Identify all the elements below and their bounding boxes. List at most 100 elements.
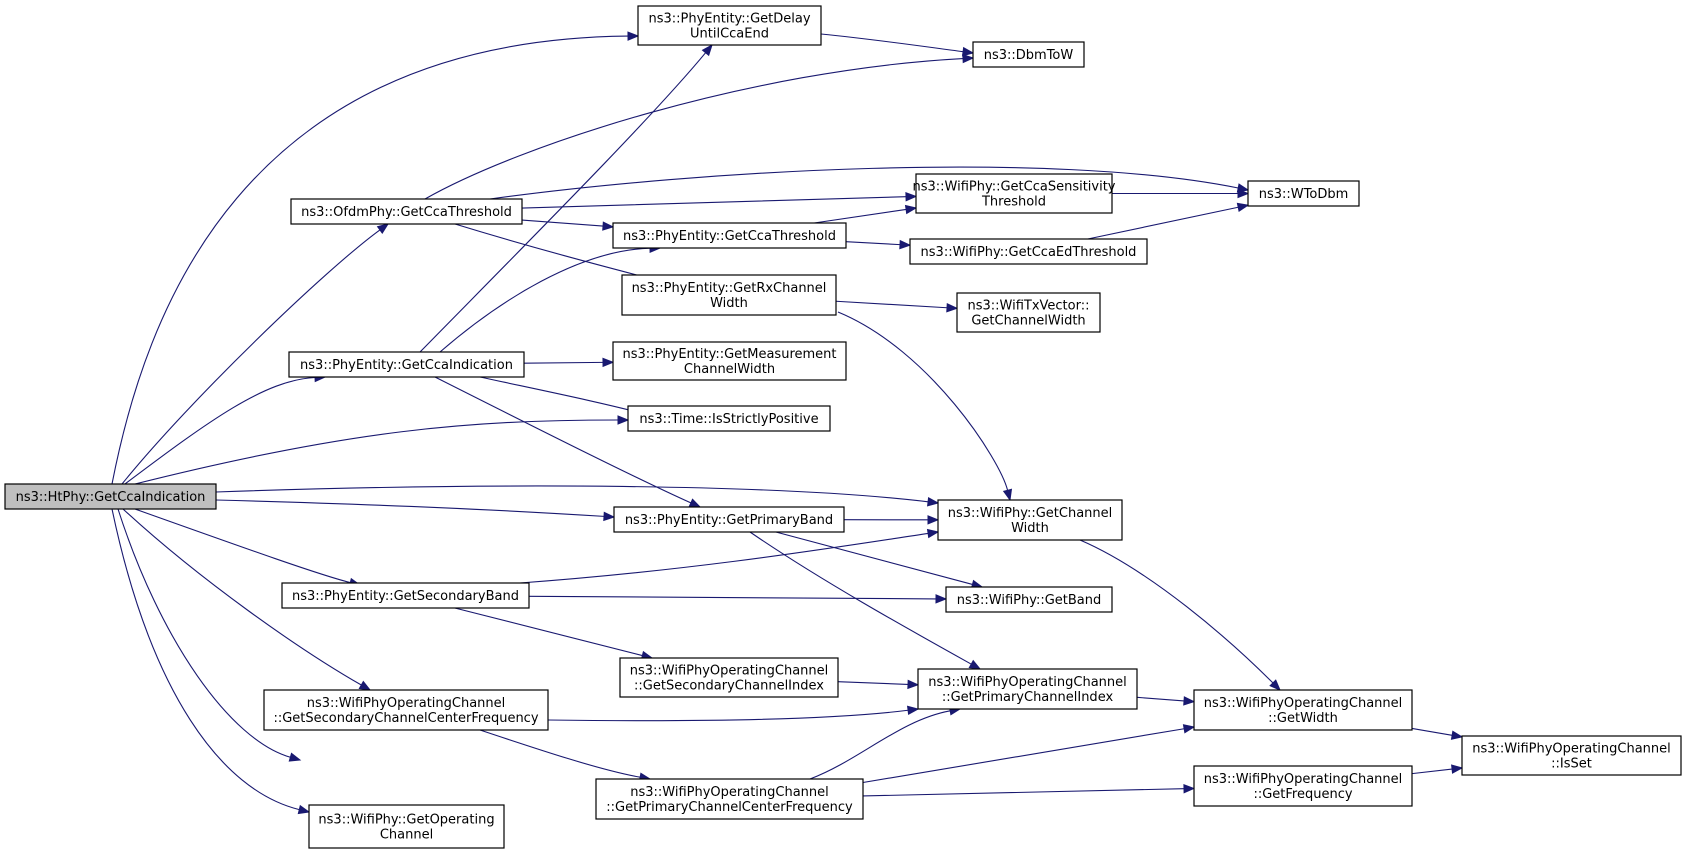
edge-line bbox=[479, 376, 651, 416]
arrowhead-icon bbox=[688, 498, 702, 508]
edge-secband-to-secidx bbox=[454, 607, 654, 661]
node-ns3-phyentity-getccaindication[interactable]: ns3::PhyEntity::GetCcaIndication bbox=[288, 351, 525, 378]
node-ns3-wifiphyoperatingchannel-getsecondarychannelcenterfrequency[interactable]: ns3::WifiPhyOperatingChannel::GetSeconda… bbox=[263, 689, 549, 731]
node-ns3-phyentity-getmeasurement-channelwidth[interactable]: ns3::PhyEntity::GetMeasurementChannelWid… bbox=[612, 341, 847, 381]
node-ns3-wifiphyoperatingchannel-getfrequency[interactable]: ns3::WifiPhyOperatingChannel::GetFrequen… bbox=[1193, 765, 1413, 807]
node-ns3-time-isstrictlypositive[interactable]: ns3::Time::IsStrictlyPositive bbox=[627, 405, 831, 432]
arrowhead-icon bbox=[927, 497, 940, 507]
edge-line bbox=[439, 247, 651, 353]
node-ns3-wifiphyoperatingchannel-getprimarychannelcenterfrequency[interactable]: ns3::WifiPhyOperatingChannel::GetPrimary… bbox=[595, 778, 864, 820]
edge-line bbox=[547, 709, 909, 722]
node-label-line: ns3::WifiPhyOperatingChannel bbox=[1204, 772, 1403, 787]
node-ns3-wifiphyoperatingchannel-getwidth[interactable]: ns3::WifiPhyOperatingChannel::GetWidth bbox=[1193, 689, 1413, 731]
edge-ofdm-to-wtodbm bbox=[489, 166, 1250, 200]
arrowhead-icon bbox=[617, 415, 630, 425]
edge-line bbox=[775, 531, 973, 585]
node-label-line: ns3::WifiPhyOperatingChannel bbox=[307, 696, 506, 711]
edge-peccathr-to-edthr bbox=[845, 239, 912, 250]
node-label-line: ns3::WifiPhy::GetCcaEdThreshold bbox=[921, 245, 1137, 260]
edge-root-to-secband bbox=[134, 508, 362, 588]
node-box bbox=[1193, 689, 1413, 731]
arrowhead-icon bbox=[899, 239, 912, 250]
edge-line bbox=[111, 508, 300, 811]
arrowhead-icon bbox=[701, 43, 713, 57]
node-label-line: ns3::DbmToW bbox=[984, 48, 1074, 63]
edge-secband-to-getband bbox=[528, 594, 948, 604]
arrowhead-icon bbox=[962, 53, 975, 64]
node-box bbox=[627, 405, 831, 432]
edge-line bbox=[1087, 206, 1239, 240]
edge-line bbox=[215, 499, 605, 517]
edge-primidx-to-width bbox=[1136, 696, 1196, 706]
node-box bbox=[972, 41, 1085, 68]
arrowhead-icon bbox=[1183, 696, 1196, 706]
node-label-line: ns3::WToDbm bbox=[1259, 187, 1349, 202]
arrowhead-icon bbox=[1183, 783, 1196, 794]
node-label-line: ::GetWidth bbox=[1268, 711, 1338, 726]
node-box bbox=[956, 292, 1101, 333]
node-box bbox=[308, 804, 505, 849]
edge-line bbox=[820, 33, 964, 53]
edge-line bbox=[749, 531, 972, 665]
edge-peccaind-to-delay bbox=[419, 43, 713, 353]
node-ns3-wifiphy-getband[interactable]: ns3::WifiPhy::GetBand bbox=[945, 586, 1113, 613]
node-label-line: ns3::PhyEntity::GetCcaThreshold bbox=[623, 229, 836, 244]
edge-line bbox=[837, 681, 909, 685]
edge-line bbox=[134, 508, 351, 584]
node-ns3-wifiphy-getccaedthreshold[interactable]: ns3::WifiPhy::GetCcaEdThreshold bbox=[909, 238, 1148, 265]
node-ns3-wtodbm[interactable]: ns3::WToDbm bbox=[1247, 180, 1360, 207]
node-ns3-dbmtow[interactable]: ns3::DbmToW bbox=[972, 41, 1085, 68]
arrowhead-icon bbox=[904, 204, 918, 215]
edge-root-to-pband bbox=[215, 499, 616, 522]
call-edges bbox=[111, 31, 1464, 815]
edge-line bbox=[835, 300, 948, 309]
node-box bbox=[612, 222, 847, 249]
arrowhead-icon bbox=[358, 680, 372, 691]
edge-line bbox=[837, 311, 1009, 491]
node-ns3-wifitxvector-getchannelwidth[interactable]: ns3::WifiTxVector::GetChannelWidth bbox=[956, 292, 1101, 333]
arrowhead-icon bbox=[961, 46, 975, 57]
node-ns3-ofdmphy-getccathreshold[interactable]: ns3::OfdmPhy::GetCcaThreshold bbox=[290, 198, 523, 225]
node-label-line: UntilCcaEnd bbox=[690, 27, 769, 42]
node-box bbox=[290, 198, 523, 225]
node-box bbox=[612, 341, 847, 381]
node-ns3-wifiphyoperatingchannel-getprimarychannelindex[interactable]: ns3::WifiPhyOperatingChannel::GetPrimary… bbox=[917, 668, 1138, 710]
node-ns3-htphy-getccaindication[interactable]: ns3::HtPhy::GetCcaIndication bbox=[4, 483, 217, 510]
edge-line bbox=[845, 241, 901, 246]
node-ns3-wifiphyoperatingchannel-isset[interactable]: ns3::WifiPhyOperatingChannel::IsSet bbox=[1461, 735, 1682, 776]
node-label-line: ns3::HtPhy::GetCcaIndication bbox=[16, 490, 206, 505]
node-ns3-phyentity-getsecondaryband[interactable]: ns3::PhyEntity::GetSecondaryBand bbox=[281, 582, 530, 609]
node-label-line: ::GetFrequency bbox=[1253, 787, 1352, 802]
node-label-line: ::GetPrimaryChannelCenterFrequency bbox=[606, 800, 853, 815]
node-label-line: ns3::PhyEntity::GetMeasurement bbox=[623, 347, 837, 362]
edge-line bbox=[1411, 727, 1453, 736]
edge-line bbox=[528, 595, 937, 600]
node-ns3-phyentity-getprimaryband[interactable]: ns3::PhyEntity::GetPrimaryBand bbox=[613, 506, 845, 533]
edge-root-to-ofdm bbox=[121, 223, 390, 485]
edge-line bbox=[134, 419, 619, 485]
edge-line bbox=[419, 52, 707, 353]
edge-peccaind-to-pband bbox=[434, 376, 702, 508]
node-ns3-wifiphy-getchannel-width[interactable]: ns3::WifiPhy::GetChannelWidth bbox=[937, 499, 1123, 541]
node-box bbox=[619, 657, 839, 698]
edge-rxcw-to-chw bbox=[837, 311, 1013, 502]
edge-line bbox=[1079, 539, 1274, 684]
arrowhead-icon bbox=[602, 221, 615, 231]
arrowhead-icon bbox=[906, 705, 920, 716]
node-label-line: Threshold bbox=[981, 195, 1046, 210]
node-ns3-wifiphyoperatingchannel-getsecondarychannelindex[interactable]: ns3::WifiPhyOperatingChannel::GetSeconda… bbox=[619, 657, 839, 698]
node-ns3-phyentity-getccathreshold[interactable]: ns3::PhyEntity::GetCcaThreshold bbox=[612, 222, 847, 249]
edge-root-to-peccaind bbox=[124, 372, 327, 485]
edge-line bbox=[862, 788, 1185, 797]
edge-line bbox=[519, 532, 929, 584]
edge-root-to-chw bbox=[215, 485, 940, 507]
arrowhead-icon bbox=[927, 515, 940, 525]
node-label-line: ns3::WifiPhyOperatingChannel bbox=[1472, 742, 1671, 757]
edge-pband-to-chw bbox=[843, 515, 940, 525]
node-box bbox=[621, 274, 837, 316]
edge-line bbox=[434, 376, 692, 504]
